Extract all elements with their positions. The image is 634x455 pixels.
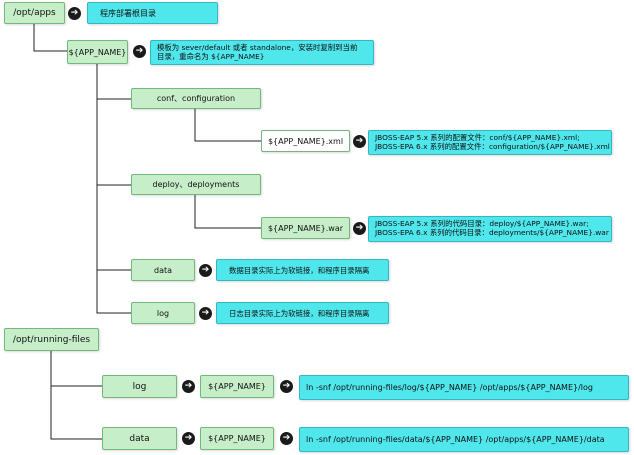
connector-rf-data [50,386,102,440]
node-conf[interactable]: conf、configuration [131,88,261,109]
arrow-icon: ➔ [68,7,81,20]
arrow-icon: ➔ [280,380,293,393]
node-running-files[interactable]: /opt/running-files [4,328,99,351]
node-rf-log-cmd-text: ln -snf /opt/running-files/log/${APP_NAM… [306,383,593,392]
node-rf-data-cmd: ln -snf /opt/running-files/data/${APP_NA… [299,427,629,452]
node-app-name[interactable]: ${APP_NAME} [67,40,128,64]
connector-appname-conf [96,64,131,100]
node-deploy-war-desc: JBOSS-EAP 5.x 系列的代码目录：deploy/${APP_NAME}… [368,216,612,242]
node-conf-xml-desc-line-1: JBOSS-EAP 5.x 系列的配置文件：conf/${APP_NAME}.x… [375,132,580,142]
node-data-desc-text: 数据目录实际上为软链接，和程序目录隔离 [229,265,370,275]
node-deploy-war-label: ${APP_NAME}.war [267,223,344,233]
arrow-icon: ➔ [280,432,293,445]
connector-conf-xml [194,109,261,142]
node-running-files-label: /opt/running-files [12,334,91,345]
connector-apps-appname [33,24,67,52]
node-deploy-war[interactable]: ${APP_NAME}.war [261,217,350,239]
arrow-icon: ➔ [133,45,146,58]
arrow-icon: ➔ [199,307,212,320]
node-log-label: log [156,308,170,318]
node-conf-label: conf、configuration [156,94,236,103]
node-opt-apps-desc: 程序部署根目录 [87,2,218,24]
node-conf-xml[interactable]: ${APP_NAME}.xml [261,130,350,152]
node-log[interactable]: log [131,302,195,324]
arrow-icon: ➔ [182,432,195,445]
node-rf-data-label: data [129,433,150,444]
node-data-desc: 数据目录实际上为软链接，和程序目录隔离 [216,259,389,281]
node-rf-data-app[interactable]: ${APP_NAME} [200,427,274,450]
node-opt-apps-label: /opt/apps [13,8,56,18]
node-log-desc-text: 日志目录实际上为软链接，和程序目录隔离 [229,308,370,318]
connector-appname-deploy [96,99,131,186]
node-conf-xml-label: ${APP_NAME}.xml [267,136,344,146]
node-deploy-war-desc-line-2: JBOSS-EPA 6.x 系列的代码目录：deployments/${APP_… [375,228,609,237]
arrow-icon: ➔ [199,264,212,277]
node-log-desc: 日志目录实际上为软链接，和程序目录隔离 [216,302,389,324]
node-rf-log-app[interactable]: ${APP_NAME} [200,375,274,398]
connector-appname-data [96,185,131,271]
node-conf-xml-desc-line-2: JBOSS-EPA 6.x 系列的配置文件：configuration/${AP… [375,141,610,151]
node-rf-log-label: log [132,381,147,392]
node-app-name-desc-line-2: 目录，重命名为 ${APP_NAME} [157,51,265,61]
connector-appname-log [96,270,131,314]
connector-deploy-war [194,195,261,229]
node-rf-log-cmd: ln -snf /opt/running-files/log/${APP_NAM… [299,375,629,400]
arrow-icon: ➔ [353,135,366,148]
node-app-name-label: ${APP_NAME} [68,47,127,57]
node-rf-data-app-label: ${APP_NAME} [208,434,266,443]
node-opt-apps-desc-text: 程序部署根目录 [100,8,156,18]
node-deploy-label: deploy、deployments [152,180,240,189]
node-opt-apps[interactable]: /opt/apps [4,2,65,24]
arrow-icon: ➔ [182,380,195,393]
node-conf-xml-desc: JBOSS-EAP 5.x 系列的配置文件：conf/${APP_NAME}.x… [368,130,612,155]
node-rf-log[interactable]: log [102,375,177,398]
connector-rf-log [50,351,102,387]
node-app-name-desc: 模板为 sever/default 或者 standalone，安装时复制到当前… [150,40,374,65]
node-data[interactable]: data [131,259,195,281]
node-app-name-desc-line-1: 模板为 sever/default 或者 standalone，安装时复制到当前 [157,42,358,52]
node-rf-data-cmd-text: ln -snf /opt/running-files/data/${APP_NA… [306,435,605,444]
node-deploy-war-desc-line-1: JBOSS-EAP 5.x 系列的代码目录：deploy/${APP_NAME}… [375,219,589,229]
node-rf-data[interactable]: data [102,427,177,450]
node-rf-log-app-label: ${APP_NAME} [208,382,266,391]
arrow-icon: ➔ [353,222,366,235]
node-data-label: data [153,265,173,275]
node-deploy[interactable]: deploy、deployments [131,174,261,195]
